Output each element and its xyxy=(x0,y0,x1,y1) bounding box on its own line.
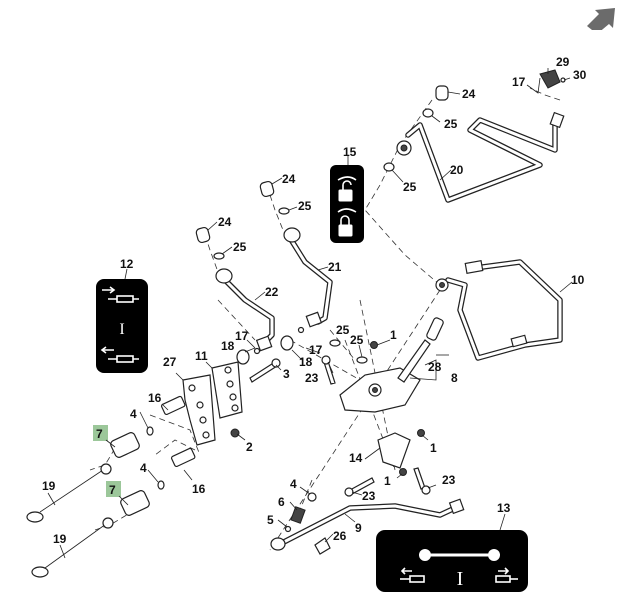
callout-8[interactable]: 8 xyxy=(451,371,458,385)
next-page-arrow-button[interactable] xyxy=(585,6,619,34)
callout-23[interactable]: 23 xyxy=(362,489,376,503)
callout-7[interactable]: 7 xyxy=(96,427,103,441)
decal-15 xyxy=(330,165,364,243)
pipe-10 xyxy=(435,259,563,361)
callout-13[interactable]: 13 xyxy=(497,501,511,515)
callouts: 29 30 17 24 25 25 20 15 24 25 24 25 21 2… xyxy=(42,55,587,546)
decal-13-neutral-mark: I xyxy=(457,568,464,590)
callout-3[interactable]: 3 xyxy=(283,367,290,381)
callout-7[interactable]: 7 xyxy=(109,483,116,497)
callout-1[interactable]: 1 xyxy=(390,328,397,342)
callout-25[interactable]: 25 xyxy=(336,323,350,337)
highlight-box-7a[interactable] xyxy=(93,425,108,441)
decal-13: I xyxy=(376,530,528,592)
callout-14[interactable]: 14 xyxy=(349,451,363,465)
callout-18[interactable]: 18 xyxy=(221,339,235,353)
callout-25[interactable]: 25 xyxy=(298,199,312,213)
callout-6[interactable]: 6 xyxy=(278,495,285,509)
pipe-21 xyxy=(283,227,333,328)
callout-12[interactable]: 12 xyxy=(120,257,134,271)
callout-15[interactable]: 15 xyxy=(343,145,357,159)
next-arrow-icon xyxy=(587,8,615,34)
callout-17[interactable]: 17 xyxy=(309,343,323,357)
callout-21[interactable]: 21 xyxy=(328,260,342,274)
callout-18[interactable]: 18 xyxy=(299,355,313,369)
callout-19[interactable]: 19 xyxy=(42,479,56,493)
callout-25[interactable]: 25 xyxy=(233,240,247,254)
callout-11[interactable]: 11 xyxy=(195,349,208,363)
callout-2[interactable]: 2 xyxy=(246,440,253,454)
callout-4[interactable]: 4 xyxy=(290,477,297,491)
callout-5[interactable]: 5 xyxy=(267,513,274,527)
mounting-plates xyxy=(182,361,243,446)
callout-1[interactable]: 1 xyxy=(384,474,391,488)
pipe-9 xyxy=(270,498,465,551)
callout-25[interactable]: 25 xyxy=(403,180,417,194)
callout-22[interactable]: 22 xyxy=(265,285,279,299)
callout-26[interactable]: 26 xyxy=(333,529,347,543)
pipe-20 xyxy=(396,111,565,203)
callout-27[interactable]: 27 xyxy=(163,355,177,369)
callout-25[interactable]: 25 xyxy=(350,333,364,347)
callout-16[interactable]: 16 xyxy=(192,482,206,496)
callout-1[interactable]: 1 xyxy=(430,441,437,455)
callout-9[interactable]: 9 xyxy=(355,521,362,535)
callout-29[interactable]: 29 xyxy=(556,55,570,69)
callout-24[interactable]: 24 xyxy=(282,172,296,186)
decal-12: I xyxy=(96,279,148,373)
callout-17[interactable]: 17 xyxy=(512,75,526,89)
decal-12-neutral-mark: I xyxy=(119,321,124,338)
small-parts xyxy=(146,69,566,555)
callout-24[interactable]: 24 xyxy=(462,87,476,101)
highlight-box-7b[interactable] xyxy=(106,481,121,497)
leader-lines xyxy=(47,68,573,559)
callout-4[interactable]: 4 xyxy=(130,407,137,421)
callout-23[interactable]: 23 xyxy=(442,473,456,487)
lock-icon xyxy=(338,224,353,237)
pipe-22 xyxy=(215,268,275,352)
callout-25[interactable]: 25 xyxy=(444,117,458,131)
callout-24[interactable]: 24 xyxy=(218,215,232,229)
unlock-icon xyxy=(338,189,353,202)
callout-4[interactable]: 4 xyxy=(140,461,147,475)
couplers xyxy=(26,395,196,578)
callout-30[interactable]: 30 xyxy=(573,68,587,82)
callout-19[interactable]: 19 xyxy=(53,532,67,546)
callout-20[interactable]: 20 xyxy=(450,163,464,177)
callout-23[interactable]: 23 xyxy=(305,371,319,385)
valve-assembly xyxy=(339,317,444,469)
callout-28[interactable]: 28 xyxy=(428,360,442,374)
callout-10[interactable]: 10 xyxy=(571,273,585,287)
callout-16[interactable]: 16 xyxy=(148,391,162,405)
callout-17[interactable]: 17 xyxy=(235,329,249,343)
